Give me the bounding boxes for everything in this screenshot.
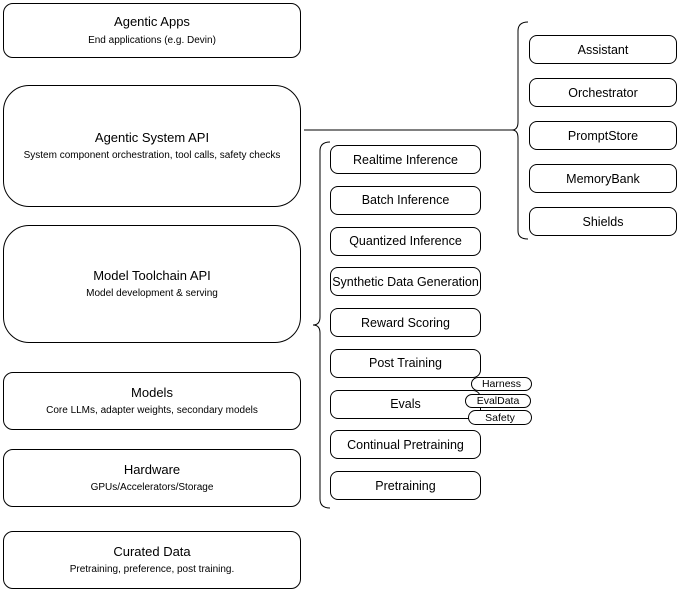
node-promptstore: PromptStore (529, 121, 677, 150)
node-subtitle: Model development & serving (86, 288, 218, 300)
node-assistant: Assistant (529, 35, 677, 64)
node-subtitle: Pretraining, preference, post training. (69, 564, 235, 576)
node-hardware: Hardware GPUs/Accelerators/Storage (3, 449, 301, 507)
node-batch-inference: Batch Inference (330, 185, 481, 215)
node-reward-scoring: Reward Scoring (330, 308, 481, 337)
node-title: Agentic Apps (114, 14, 190, 30)
node-shields: Shields (529, 207, 677, 236)
node-title: Hardware (123, 461, 181, 477)
node-post-training: Post Training (330, 348, 481, 378)
node-realtime-inference: Realtime Inference (330, 145, 481, 174)
node-subtitle: GPUs/Accelerators/Storage (90, 482, 214, 494)
node-subtitle: End applications (e.g. Devin) (88, 34, 216, 46)
node-curated-data: Curated Data Pretraining, preference, po… (3, 531, 301, 589)
node-evals-tag-evaldata: EvalData (465, 394, 531, 408)
system-components-brace (511, 21, 529, 240)
node-continual-pretraining: Continual Pretraining (330, 430, 481, 460)
node-agentic-apps: Agentic Apps End applications (e.g. Devi… (3, 3, 301, 58)
node-evals: Evals (330, 389, 481, 419)
toolchain-services-column: Realtime Inference Batch Inference Quant… (330, 145, 481, 500)
node-subtitle: Core LLMs, adapter weights, secondary mo… (46, 405, 258, 417)
node-models: Models Core LLMs, adapter weights, secon… (3, 372, 301, 430)
node-pretraining: Pretraining (330, 471, 481, 500)
node-subtitle: System component orchestration, tool cal… (23, 150, 281, 162)
node-title: Model Toolchain API (93, 267, 211, 283)
system-components-column: Assistant Orchestrator PromptStore Memor… (529, 35, 677, 236)
node-synthetic-data-generation: Synthetic Data Generation (330, 267, 481, 297)
node-orchestrator: Orchestrator (529, 78, 677, 107)
node-title: Curated Data (113, 543, 191, 559)
node-agentic-system-api: Agentic System API System component orch… (3, 85, 301, 207)
node-evals-tag-harness: Harness (471, 377, 532, 391)
node-quantized-inference: Quantized Inference (330, 226, 481, 256)
toolchain-services-brace (312, 141, 331, 509)
node-model-toolchain-api: Model Toolchain API Model development & … (3, 225, 301, 343)
node-title: Agentic System API (94, 129, 210, 145)
node-evals-tag-safety: Safety (468, 410, 532, 425)
node-memorybank: MemoryBank (529, 164, 677, 193)
node-title: Models (131, 384, 173, 400)
